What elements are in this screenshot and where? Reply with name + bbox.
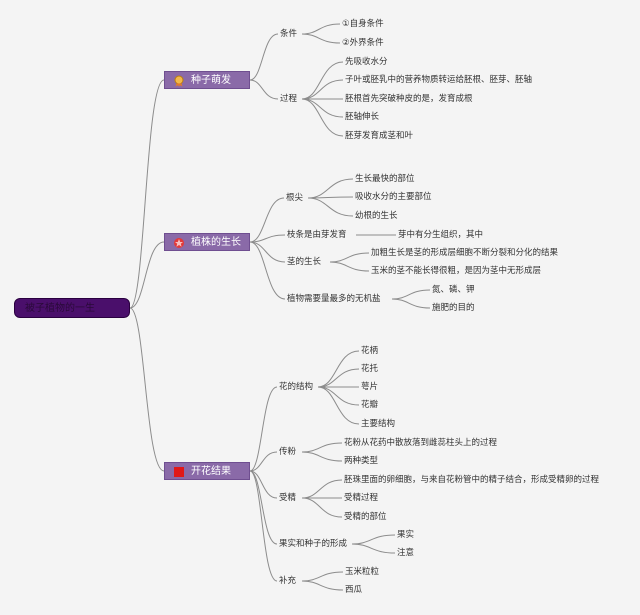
leaf-node[interactable]: 花瓣	[361, 400, 379, 410]
leaf-connector	[307, 178, 354, 199]
flower-star-icon	[174, 238, 184, 248]
leaf-connector	[329, 261, 370, 272]
branch-plant-growth[interactable]: 植株的生长	[164, 233, 250, 251]
leaf-node[interactable]: 西瓜	[345, 585, 363, 595]
leaf-node[interactable]: 受精过程	[344, 493, 379, 503]
leaf-node[interactable]: ②外界条件	[342, 38, 384, 48]
leaf-node[interactable]: 萼片	[361, 382, 379, 392]
branch-seed-germination[interactable]: 种子萌发	[164, 71, 250, 89]
leaf-node[interactable]: 胚轴伸长	[345, 112, 380, 122]
leaf-node[interactable]: 子叶或胚乳中的营养物质转运给胚根、胚芽、胚轴	[345, 75, 533, 85]
leaf-node[interactable]: 花粉从花药中散放落到雌蕊柱头上的过程	[344, 438, 498, 448]
leaf-connector	[317, 350, 360, 388]
leaf-connector	[301, 497, 343, 518]
branch-label: 开花结果	[191, 466, 231, 477]
sub-node[interactable]: 植物需要量最多的无机盐	[287, 294, 381, 304]
leaf-connector	[317, 368, 360, 388]
leaf-node[interactable]: 芽中有分生组织，其中	[398, 230, 484, 240]
sub-node[interactable]: 条件	[280, 29, 298, 39]
branch-connector	[249, 386, 278, 472]
leaf-node[interactable]: 幼根的生长	[355, 211, 398, 221]
leaf-node[interactable]: 生长最快的部位	[355, 174, 415, 184]
leaf-node[interactable]: 花柄	[361, 346, 379, 356]
branch-connector	[249, 241, 286, 300]
leaf-node[interactable]: 玉米粒粒	[345, 567, 380, 577]
root-connector	[129, 241, 165, 309]
leaf-connector	[301, 451, 343, 462]
sub-node[interactable]: 根尖	[286, 193, 304, 203]
branch-flower-fruit[interactable]: 开花结果	[164, 462, 250, 480]
leaf-connector	[301, 33, 341, 44]
sub-node[interactable]: 果实和种子的形成	[279, 539, 348, 549]
leaf-node[interactable]: ①自身条件	[342, 19, 384, 29]
leaf-node[interactable]: 受精的部位	[344, 512, 387, 522]
leaf-node[interactable]: 果实	[397, 530, 415, 540]
leaf-connector	[301, 98, 344, 118]
leaf-connector	[301, 61, 344, 100]
leaf-node[interactable]: 先吸收水分	[345, 57, 388, 67]
sub-node[interactable]: 枝条是由芽发育	[287, 230, 347, 240]
leaf-connector	[329, 252, 370, 263]
sub-node[interactable]: 茎的生长	[287, 257, 322, 267]
leaf-node[interactable]: 吸收水分的主要部位	[355, 192, 432, 202]
leaf-node[interactable]: 花托	[361, 364, 379, 374]
leaf-connector	[301, 580, 344, 591]
branch-connector	[249, 33, 279, 81]
leaf-node[interactable]: 氮、磷、钾	[432, 285, 475, 295]
leaf-connector	[301, 479, 343, 499]
leaf-connector	[391, 289, 431, 300]
leaf-connector	[301, 98, 344, 137]
branch-connector	[249, 234, 286, 243]
branch-connector	[249, 79, 279, 100]
leaf-connector	[301, 79, 344, 100]
branch-connector	[249, 451, 278, 472]
branch-label: 种子萌发	[191, 75, 231, 86]
leaf-node[interactable]: 胚根首先突破种皮的是，发育成根	[345, 94, 473, 104]
leaf-connector	[317, 386, 360, 425]
red-square-icon	[174, 467, 184, 477]
leaf-connector	[301, 571, 344, 582]
root-connector	[129, 79, 165, 309]
sub-node[interactable]: 花的结构	[279, 382, 314, 392]
branch-connector	[249, 470, 278, 545]
root-node[interactable]: 被子植物的一生	[14, 298, 130, 318]
leaf-node[interactable]: 两种类型	[344, 456, 379, 466]
leaf-node[interactable]: 玉米的茎不能长得很粗，是因为茎中无形成层	[371, 266, 542, 276]
leaf-connector	[351, 543, 396, 554]
leaf-connector	[301, 23, 341, 35]
root-connector	[129, 307, 165, 472]
branch-connector	[249, 197, 285, 243]
leaf-node[interactable]: 注意	[397, 548, 415, 558]
leaf-node[interactable]: 胚芽发育成茎和叶	[345, 131, 414, 141]
sub-node[interactable]: 补充	[279, 576, 297, 586]
sub-node[interactable]: 受精	[279, 493, 297, 503]
leaf-node[interactable]: 胚珠里面的卵细胞，与来自花粉管中的精子结合，形成受精卵的过程	[344, 475, 600, 485]
sub-node[interactable]: 传粉	[279, 447, 297, 457]
leaf-node[interactable]: 加粗生长是茎的形成层细胞不断分裂和分化的结果	[371, 248, 559, 258]
leaf-connector	[391, 298, 431, 309]
leaf-node[interactable]: 施肥的目的	[432, 303, 475, 313]
leaf-connector	[307, 197, 354, 217]
sub-node[interactable]: 过程	[280, 94, 298, 104]
sprout-medal-icon	[174, 75, 184, 87]
branch-label: 植株的生长	[191, 237, 241, 248]
branch-connector	[249, 470, 278, 582]
leaf-node[interactable]: 主要结构	[361, 419, 396, 429]
leaf-connector	[301, 442, 343, 453]
leaf-connector	[351, 534, 396, 545]
leaf-connector	[317, 386, 360, 406]
